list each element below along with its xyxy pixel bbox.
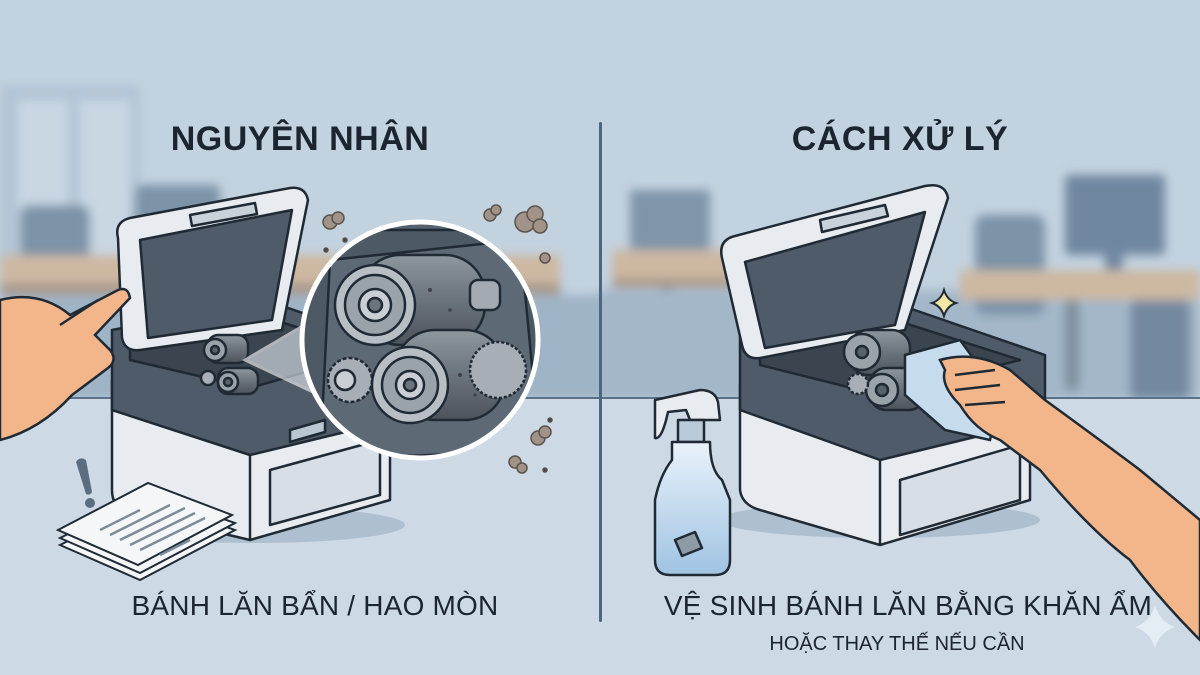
hand-opening-lid — [0, 287, 132, 442]
right-printer — [720, 184, 1047, 547]
warning-exclamation-icon — [76, 458, 95, 508]
spray-bottle — [653, 388, 732, 577]
magnifier-rollers — [299, 219, 541, 461]
solution-subcaption: HOẶC THAY THẾ NẾU CẦN — [769, 633, 1025, 655]
panel-divider — [599, 122, 602, 622]
solution-caption: VỆ SINH BÁNH LĂN BẰNG KHĂN ẨM — [663, 590, 1153, 621]
hand-wiping-with-cloth — [903, 338, 1200, 642]
faint-sparkle-icon — [1135, 605, 1175, 648]
cause-caption: BÁNH LĂN BẨN / HAO MÒN — [131, 590, 499, 621]
solution-title: CÁCH XỬ LÝ — [791, 120, 1009, 158]
dust-particles — [322, 204, 553, 474]
paper-stack — [55, 481, 238, 582]
sparkle-icon — [928, 286, 960, 320]
cause-title: NGUYÊN NHÂN — [170, 120, 430, 158]
